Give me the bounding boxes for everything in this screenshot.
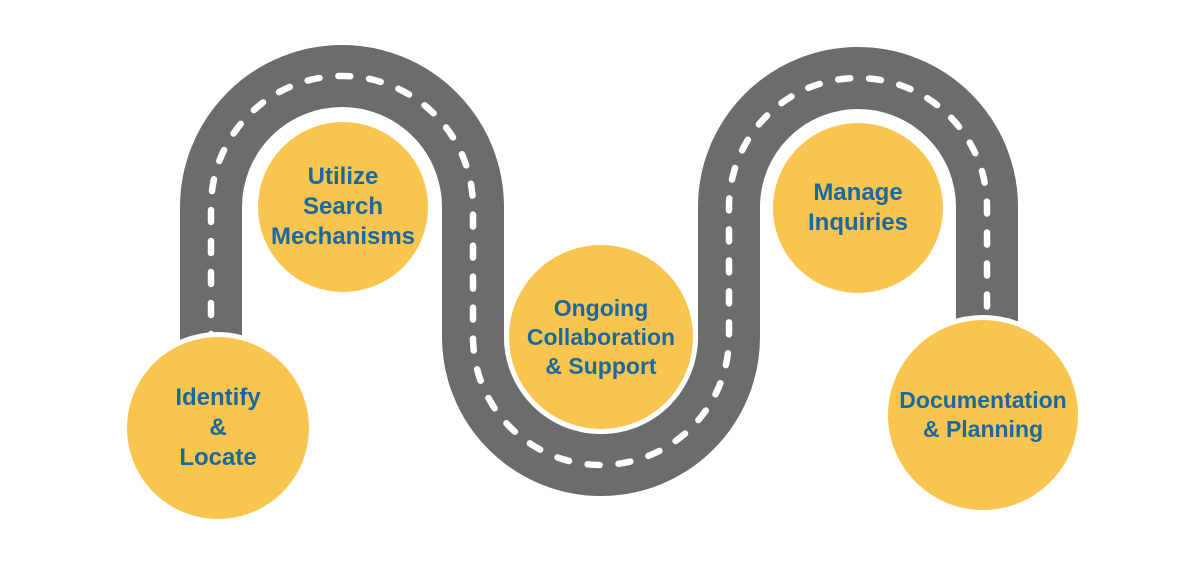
step-label: &	[209, 414, 227, 441]
step-circle-ongoing-collaboration-support: Ongoing Collaboration & Support	[504, 240, 698, 434]
step-circle-utilize-search-mechanisms: Utilize Search Mechanisms	[253, 117, 433, 297]
step-label: Ongoing	[553, 294, 649, 321]
step-label: Collaboration	[526, 323, 676, 350]
step-label: Inquiries	[807, 209, 909, 236]
step-label: & Support	[545, 352, 657, 379]
step-circle-manage-inquiries: Manage Inquiries	[768, 118, 948, 298]
step-label: Utilize	[307, 163, 379, 190]
step-circle-identify-locate: Identify & Locate	[122, 332, 314, 524]
step-label: Manage	[813, 179, 903, 206]
road-dashed-centerline-icon	[207, 72, 991, 469]
step-label: Locate	[179, 444, 257, 471]
step-label: Mechanisms	[270, 223, 416, 250]
step-label: Documentation	[899, 387, 1067, 413]
step-label: Identify	[175, 384, 261, 411]
step-label: & Planning	[922, 416, 1044, 442]
step-label: Search	[302, 193, 384, 220]
step-circle-documentation-planning: Documentation & Planning	[883, 315, 1083, 515]
